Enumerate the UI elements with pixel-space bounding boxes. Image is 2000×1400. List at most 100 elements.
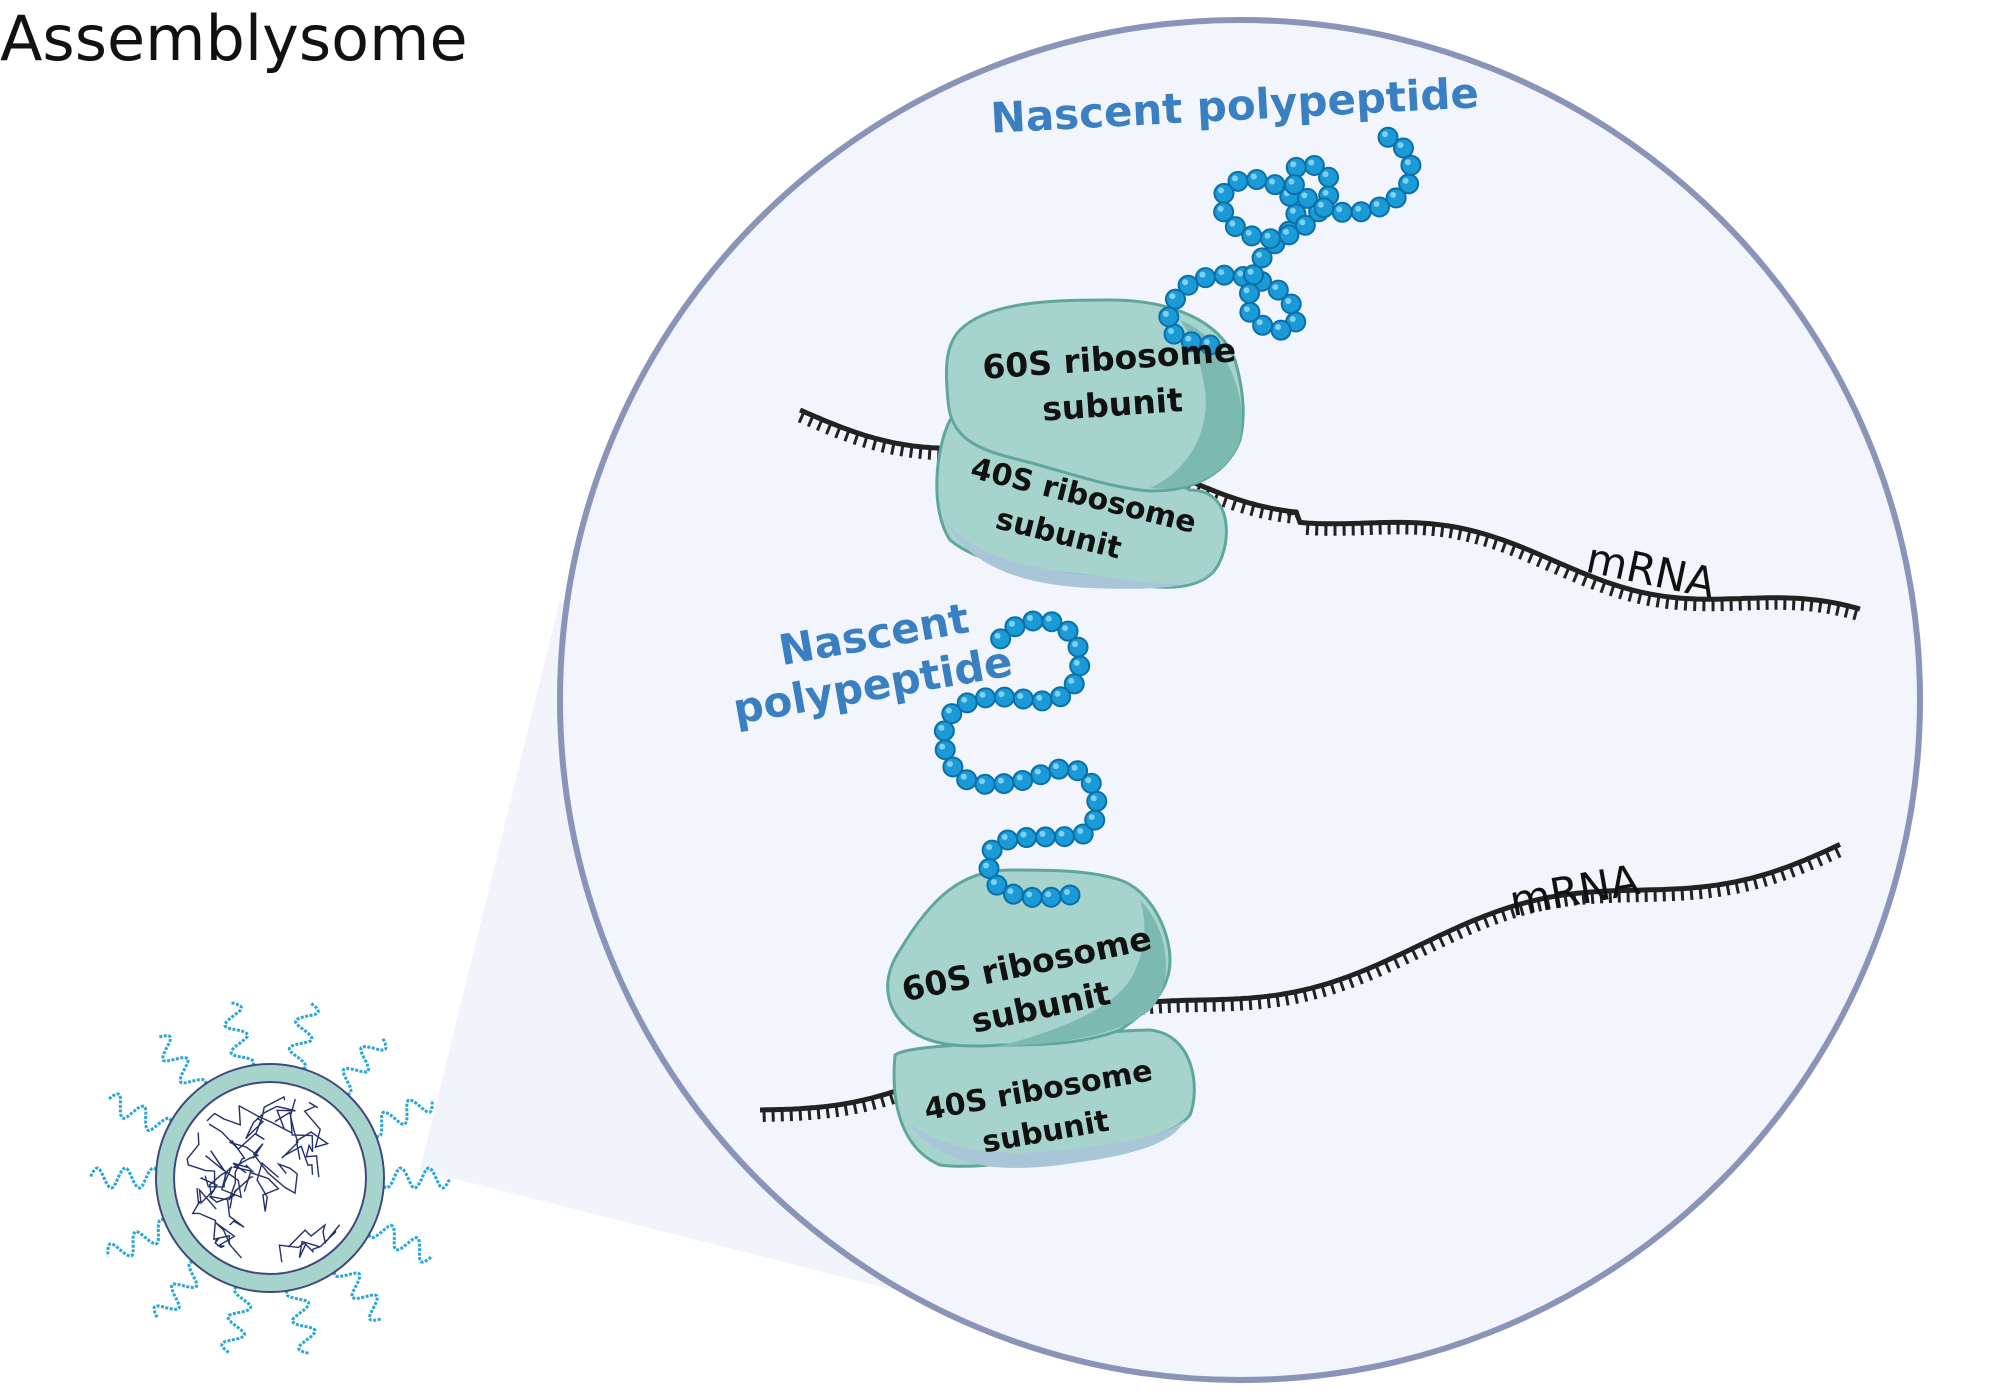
peptide-bottom-bead bbox=[993, 773, 1015, 795]
particle-tail bbox=[332, 1263, 383, 1322]
peptide-top-bead-highlight bbox=[1250, 173, 1257, 180]
peptide-bottom-bead-highlight bbox=[939, 743, 946, 750]
particle-core-strand bbox=[252, 1143, 298, 1195]
peptide-bottom-bead-highlight bbox=[1020, 831, 1027, 838]
peptide-bottom-bead bbox=[1041, 611, 1063, 633]
particle-tail bbox=[367, 1223, 434, 1264]
peptide-top-bead bbox=[1241, 225, 1263, 247]
peptide-bottom-bead bbox=[934, 739, 956, 761]
peptide-top-bead-highlight bbox=[1247, 268, 1254, 275]
peptide-bottom-bead bbox=[974, 773, 996, 795]
particle-tail bbox=[88, 1166, 162, 1190]
peptide-bottom-bead-highlight bbox=[978, 778, 985, 785]
peptide-top-bead-highlight bbox=[1231, 175, 1238, 182]
peptide-bottom-bead-highlight bbox=[1016, 774, 1023, 781]
peptide-bottom-bead-highlight bbox=[1090, 795, 1097, 802]
peptide-bottom-bead-highlight bbox=[1085, 777, 1092, 784]
peptide-top-bead-highlight bbox=[1217, 187, 1224, 194]
peptide-bottom-bead-highlight bbox=[1073, 659, 1080, 666]
particle-shell bbox=[157, 1065, 383, 1291]
particle-tail bbox=[338, 1036, 388, 1096]
peptide-top-bead bbox=[1213, 182, 1235, 204]
peptide-top-bead-highlight bbox=[1268, 178, 1275, 185]
peptide-top-bead bbox=[1158, 306, 1180, 328]
nascent-polypeptide-top bbox=[1158, 126, 1422, 356]
small-subunit-40s-top-shade bbox=[945, 520, 1215, 589]
peptide-bottom-bead-highlight bbox=[983, 862, 990, 869]
peptide-bottom-bead bbox=[933, 720, 955, 742]
peptide-top-bead-highlight bbox=[1322, 189, 1329, 196]
peptide-bottom-bead-highlight bbox=[990, 879, 997, 886]
peptide-bottom-bead-highlight bbox=[1068, 677, 1075, 684]
peptide-top-bead-highlight bbox=[1373, 200, 1380, 207]
ribosome-top bbox=[935, 298, 1245, 589]
peptide-bottom-bead-highlight bbox=[1054, 690, 1061, 697]
peptide-top-bead-highlight bbox=[1382, 131, 1389, 138]
particle-inner-ring bbox=[173, 1081, 367, 1275]
peptide-top-bead-highlight bbox=[1256, 251, 1263, 258]
peptide-bottom-bead-highlight bbox=[961, 696, 968, 703]
peptide-top-bead bbox=[1246, 169, 1268, 191]
particle-tail bbox=[223, 1001, 256, 1072]
peptide-top-bead-highlight bbox=[1317, 201, 1324, 208]
peptide-bottom-bead bbox=[1069, 655, 1091, 677]
particle-tail bbox=[287, 1001, 320, 1073]
peptide-bottom-bead-highlight bbox=[1045, 891, 1052, 898]
peptide-top-bead-highlight bbox=[1355, 205, 1362, 212]
peptide-top-bead bbox=[1194, 267, 1216, 289]
peptide-bottom-bead-highlight bbox=[1062, 625, 1069, 632]
particle-core-strand bbox=[229, 1141, 260, 1174]
peptide-bottom-bead-highlight bbox=[1072, 641, 1079, 648]
particle-core-strand bbox=[191, 1188, 243, 1259]
peptide-top-bead-highlight bbox=[1404, 159, 1411, 166]
peptide-bottom-bead bbox=[993, 686, 1015, 708]
ribosome-bottom bbox=[886, 868, 1196, 1168]
peptide-top-bead bbox=[1398, 173, 1420, 195]
peptide-bottom-bead bbox=[1048, 758, 1070, 780]
peptide-top-bead-highlight bbox=[1168, 328, 1175, 335]
particle-tail bbox=[157, 1034, 208, 1093]
peptide-bottom-bead bbox=[956, 692, 978, 714]
peptide-top-bead-highlight bbox=[1243, 306, 1250, 313]
figure-title: Assemblysome bbox=[0, 2, 468, 75]
peptide-bottom-bead bbox=[978, 857, 1000, 879]
particle-tail bbox=[106, 1217, 172, 1258]
peptide-top-bead bbox=[1400, 154, 1422, 176]
peptide-top-bead-highlight bbox=[1390, 191, 1397, 198]
small-subunit-40s-bottom-shade bbox=[905, 1120, 1185, 1168]
particle-core-strand bbox=[186, 1132, 217, 1210]
peptide-top-bead bbox=[1213, 264, 1235, 286]
peptide-top-bead-highlight bbox=[1229, 220, 1236, 227]
peptide-top-bead bbox=[1239, 301, 1261, 323]
peptide-top-bead-highlight bbox=[1245, 229, 1252, 236]
peptide-top-bead bbox=[1264, 174, 1286, 196]
peptide-bottom-bead-highlight bbox=[1026, 614, 1033, 621]
peptide-top-bead bbox=[1303, 154, 1325, 176]
peptide-top-bead bbox=[1377, 126, 1399, 148]
particle-core-strand bbox=[228, 1139, 254, 1201]
peptide-bottom-bead-highlight bbox=[1071, 764, 1078, 771]
peptide-bottom-bead-highlight bbox=[938, 724, 945, 731]
peptide-top-bead-highlight bbox=[1264, 232, 1271, 239]
peptide-bottom-bead bbox=[1086, 790, 1108, 812]
peptide-top-bead-highlight bbox=[1308, 159, 1315, 166]
peptide-top-bead bbox=[1331, 201, 1353, 223]
peptide-bottom-bead-highlight bbox=[986, 844, 993, 851]
particle-tail bbox=[106, 1092, 173, 1133]
peptide-bottom-bead bbox=[1012, 769, 1034, 791]
peptide-top-bead-highlight bbox=[1162, 310, 1169, 317]
peptide-bottom-bead-highlight bbox=[1001, 833, 1008, 840]
peptide-bottom-bead bbox=[1084, 809, 1106, 831]
particle-core-strand bbox=[214, 1221, 236, 1249]
peptide-bottom-bead-highlight bbox=[997, 777, 1004, 784]
particle-core-strand bbox=[243, 1161, 280, 1212]
peptide-top-bead-highlight bbox=[1182, 279, 1189, 286]
particle-core-strand bbox=[206, 1104, 292, 1134]
peptide-top-bead-highlight bbox=[1336, 206, 1343, 213]
peptide-bottom-bead bbox=[1012, 688, 1034, 710]
peptide-bottom-bead-highlight bbox=[1007, 888, 1014, 895]
peptide-top-bead bbox=[1259, 228, 1281, 250]
assemblysome-particle-icon bbox=[88, 1001, 452, 1355]
peptide-bottom-bead-highlight bbox=[1058, 830, 1065, 837]
